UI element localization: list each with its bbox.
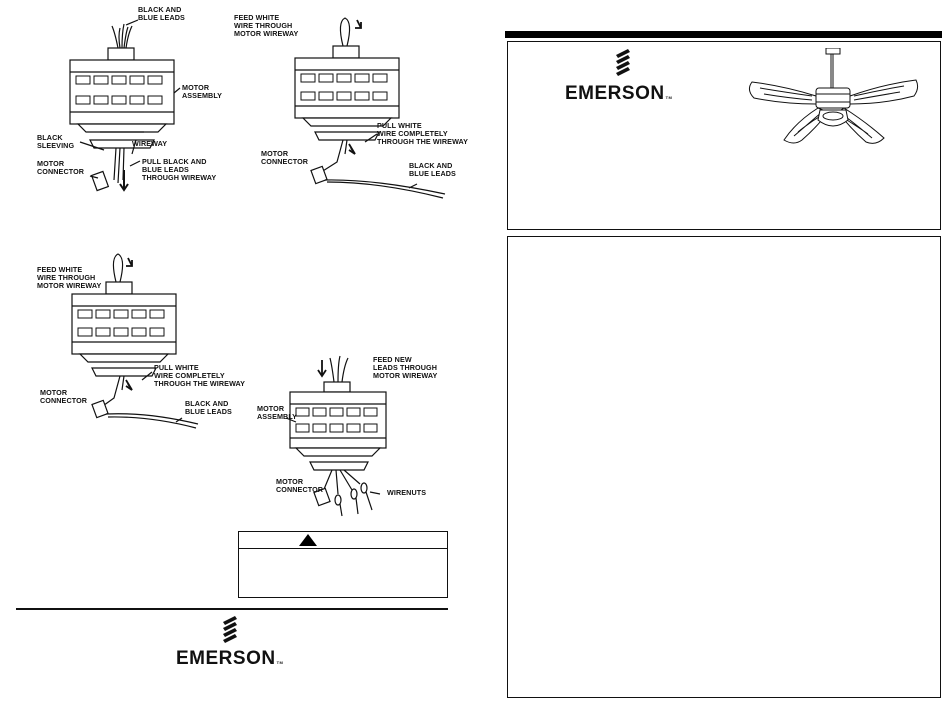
emerson-logo-icon (223, 616, 237, 643)
emerson-logo-icon (616, 49, 630, 76)
right-content-box (507, 236, 941, 698)
right-header-box: EMERSONTM (507, 41, 941, 230)
warning-triangle-icon (299, 534, 317, 546)
label-wirenuts: WIRENUTS (387, 488, 427, 497)
right-header-bar (505, 31, 942, 38)
footer-brand-text: EMERSON (176, 648, 276, 669)
label-feed-white-2: FEED WHITE WIRE THROUGH MOTOR WIREWAY (234, 13, 299, 38)
header-brand-name: EMERSONTM (565, 83, 673, 104)
motor-diagram-1 (69, 19, 181, 192)
label-black-blue-leads-3: BLACK AND BLUE LEADS (185, 399, 232, 416)
ceiling-fan-illustration (748, 48, 919, 144)
label-black-blue-leads-1: BLACK AND BLUE LEADS (138, 5, 185, 22)
label-motor-connector-2: MOTOR CONNECTOR (261, 149, 309, 166)
label-motor-connector-1: MOTOR CONNECTOR (37, 159, 85, 176)
warning-box (238, 531, 448, 598)
label-black-blue-leads-2: BLACK AND BLUE LEADS (409, 161, 456, 178)
footer-brand-name: EMERSONTM (176, 648, 284, 669)
label-motor-assembly-4: MOTOR ASSEMBLY (257, 404, 298, 421)
label-feed-white-3: FEED WHITE WIRE THROUGH MOTOR WIREWAY (37, 265, 102, 290)
motor-diagram-3 (71, 253, 199, 429)
label-pull-white-3: PULL WHITE WIRE COMPLETELY THROUGH THE W… (154, 363, 246, 388)
left-footer-divider (16, 608, 448, 610)
motor-diagram-2 (294, 17, 446, 199)
warning-header (239, 532, 447, 549)
label-feed-new-leads: FEED NEW LEADS THROUGH MOTOR WIREWAY (373, 355, 438, 380)
label-black-sleeving: BLACK SLEEVING (37, 133, 75, 150)
label-motor-connector-3: MOTOR CONNECTOR (40, 388, 88, 405)
label-motor-connector-4: MOTOR CONNECTOR (276, 477, 324, 494)
label-motor-assembly-1: MOTOR ASSEMBLY (182, 83, 223, 100)
label-pull-black-blue: PULL BLACK AND BLUE LEADS THROUGH WIREWA… (142, 157, 217, 182)
label-wireway: WIREWAY (132, 139, 168, 148)
header-brand-text: EMERSON (565, 83, 665, 104)
label-pull-white-2: PULL WHITE WIRE COMPLETELY THROUGH THE W… (377, 121, 469, 146)
motor-diagram-4 (285, 355, 387, 517)
